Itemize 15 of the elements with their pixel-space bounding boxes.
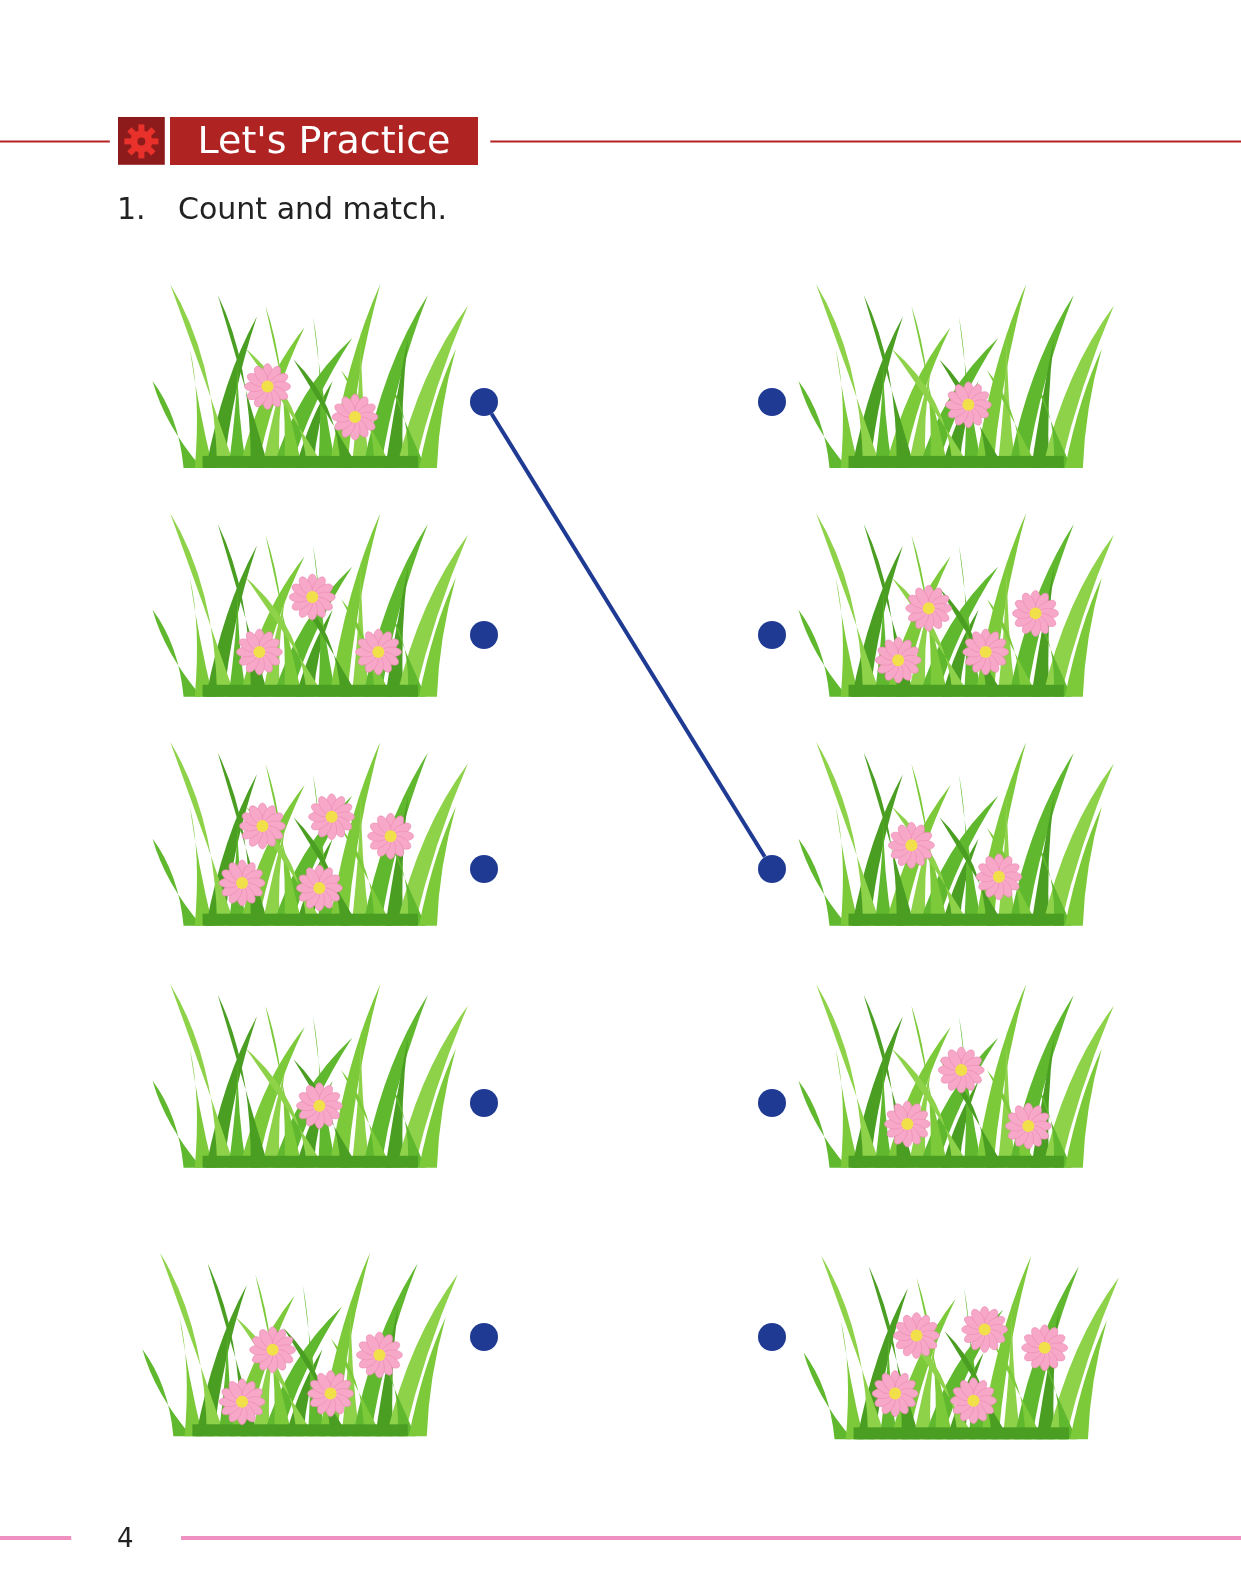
match-dot [758, 387, 787, 416]
match-dot [758, 1322, 787, 1351]
match-dot [470, 387, 499, 416]
match-dot [758, 620, 787, 649]
page-number: 4 [116, 1522, 134, 1553]
matching-line [489, 412, 767, 858]
question-number: 1. [116, 191, 146, 227]
instruction-text: Count and match. [178, 191, 448, 227]
match-dot [470, 1088, 499, 1117]
title-banner: Let's Practice [169, 116, 479, 165]
match-dot [470, 854, 499, 883]
match-dot [758, 1088, 787, 1117]
match-dot [758, 854, 787, 883]
match-dot [470, 620, 499, 649]
match-dot [470, 1322, 499, 1351]
